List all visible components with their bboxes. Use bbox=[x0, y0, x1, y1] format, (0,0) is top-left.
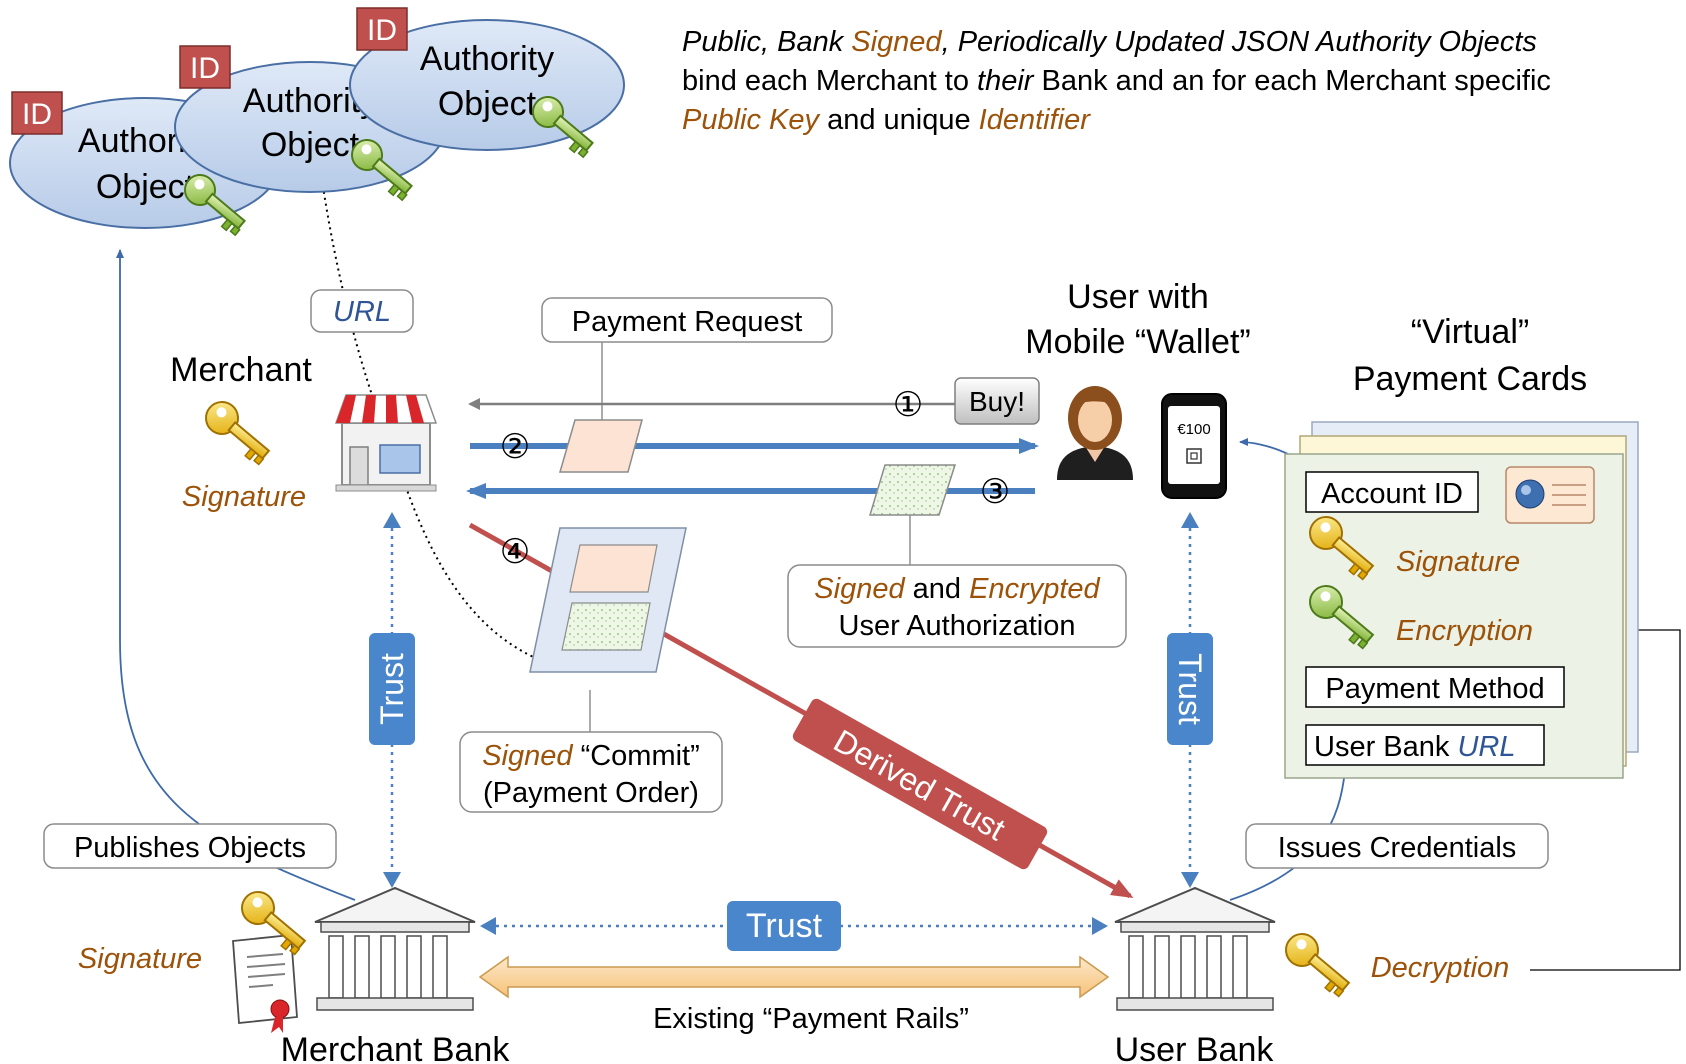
authorization-document-icon bbox=[868, 464, 957, 516]
green-key-icon bbox=[1309, 585, 1375, 650]
svg-text:Derived Trust: Derived Trust bbox=[828, 722, 1011, 847]
merchant-bank-signature-label: Signature bbox=[78, 943, 202, 975]
user-trust-badge: Trust bbox=[1167, 633, 1213, 745]
virtual-cards-title-line2: Payment Cards bbox=[1353, 360, 1587, 398]
payment-rails-label: Existing “Payment Rails” bbox=[653, 1003, 969, 1035]
publishes-objects-label: Publishes Objects bbox=[43, 823, 337, 869]
store-icon[interactable] bbox=[334, 394, 438, 492]
svg-text:Payment Request: Payment Request bbox=[572, 306, 803, 338]
bank-trust-badge: Trust bbox=[727, 901, 841, 951]
svg-text:ID: ID bbox=[190, 52, 220, 85]
buy-button[interactable]: Buy! bbox=[954, 377, 1040, 425]
merchant-signature-label: Signature bbox=[182, 481, 306, 513]
green-key-icon bbox=[532, 96, 594, 159]
step-number: ④ bbox=[500, 533, 530, 571]
svg-text:Signed “Commit”: Signed “Commit” bbox=[482, 740, 700, 772]
virtual-cards-title-line1: “Virtual” bbox=[1411, 313, 1529, 351]
svg-text:Payment Method: Payment Method bbox=[1325, 673, 1544, 705]
user-title-line1: User with bbox=[1067, 278, 1209, 316]
id-badge-2: ID bbox=[179, 45, 231, 89]
issues-credentials-label: Issues Credentials bbox=[1245, 823, 1549, 869]
payment-rails-arrow bbox=[478, 955, 1110, 999]
step-marker-1: ① bbox=[893, 386, 923, 424]
authority-object-label: Authority bbox=[420, 40, 554, 78]
step-marker-2: ② bbox=[500, 428, 530, 466]
svg-text:Buy!: Buy! bbox=[969, 386, 1025, 417]
certificate-icon bbox=[232, 934, 298, 1033]
card-signature-label: Signature bbox=[1396, 546, 1520, 578]
user-bank-icon[interactable] bbox=[1114, 886, 1276, 1011]
authority-object-label: Object bbox=[96, 168, 195, 206]
green-key-icon bbox=[184, 174, 246, 237]
user-title-line2: Mobile “Wallet” bbox=[1025, 323, 1250, 361]
payment-request-label: Payment Request bbox=[541, 297, 833, 343]
svg-text:Public, Bank Signed, Periodica: Public, Bank Signed, Periodically Update… bbox=[682, 26, 1537, 58]
green-key-icon bbox=[351, 139, 413, 202]
description-text: Public, Bank Signed, Periodically Update… bbox=[682, 26, 1551, 136]
step-number: ③ bbox=[980, 473, 1010, 511]
svg-text:Issues Credentials: Issues Credentials bbox=[1278, 832, 1517, 864]
step-number: ① bbox=[893, 386, 923, 424]
payment-request-document-icon bbox=[559, 419, 643, 473]
user-avatar-icon bbox=[1057, 386, 1133, 480]
authority-object-label: Object bbox=[438, 85, 537, 123]
user-authorization-label: Signed and Encrypted User Authorization bbox=[787, 564, 1127, 648]
url-label: URL bbox=[310, 289, 414, 333]
user-bank-url-field: User Bank URL bbox=[1305, 724, 1545, 766]
authority-object-label: Object bbox=[261, 126, 360, 164]
commit-document-icon bbox=[529, 527, 687, 673]
svg-text:User Bank URL: User Bank URL bbox=[1314, 731, 1515, 763]
svg-text:Publishes Objects: Publishes Objects bbox=[74, 832, 306, 864]
merchant-bank-title: Merchant Bank bbox=[281, 1031, 511, 1064]
merchant-trust-badge: Trust bbox=[369, 633, 415, 745]
svg-text:ID: ID bbox=[367, 14, 397, 47]
svg-text:Account ID: Account ID bbox=[1321, 478, 1463, 510]
svg-text:ID: ID bbox=[22, 98, 52, 131]
payment-method-field: Payment Method bbox=[1305, 666, 1565, 708]
gold-key-icon bbox=[1285, 933, 1351, 998]
mobile-phone-icon[interactable]: €100 bbox=[1161, 393, 1227, 499]
phone-amount: €100 bbox=[1177, 421, 1210, 438]
commit-label: Signed “Commit” (Payment Order) bbox=[459, 731, 723, 813]
svg-text:bind each Merchant to their Ba: bind each Merchant to their Bank and an … bbox=[682, 65, 1551, 97]
svg-text:Trust: Trust bbox=[1172, 653, 1208, 725]
svg-text:Public Key and unique Identifi: Public Key and unique Identifier bbox=[682, 104, 1091, 136]
gold-key-icon bbox=[241, 891, 307, 956]
step-marker-4: ④ bbox=[500, 533, 530, 571]
gold-key-icon bbox=[1309, 516, 1375, 581]
gold-key-icon bbox=[205, 401, 271, 466]
merchant-title: Merchant bbox=[170, 351, 312, 389]
publishes-objects-line bbox=[116, 249, 356, 901]
svg-text:Signed and Encrypted: Signed and Encrypted bbox=[814, 573, 1100, 605]
svg-text:User Authorization: User Authorization bbox=[839, 610, 1076, 642]
id-badge-3: ID bbox=[356, 7, 408, 51]
svg-text:Trust: Trust bbox=[374, 653, 410, 725]
step-number: ② bbox=[500, 428, 530, 466]
svg-text:Trust: Trust bbox=[746, 907, 823, 945]
step-marker-3: ③ bbox=[980, 473, 1010, 511]
user-bank-title: User Bank bbox=[1115, 1031, 1275, 1064]
card-encryption-label: Encryption bbox=[1396, 615, 1533, 647]
user-bank-decryption-label: Decryption bbox=[1371, 952, 1510, 984]
id-badge-1: ID bbox=[11, 91, 63, 135]
id-card-icon bbox=[1505, 466, 1595, 524]
account-id-field: Account ID bbox=[1305, 471, 1479, 513]
svg-text:(Payment Order): (Payment Order) bbox=[483, 777, 699, 809]
merchant-bank-icon[interactable] bbox=[314, 886, 476, 1011]
svg-text:URL: URL bbox=[333, 296, 391, 328]
derived-trust-badge: Derived Trust bbox=[792, 698, 1048, 870]
card-to-phone-arrow bbox=[1239, 438, 1291, 456]
